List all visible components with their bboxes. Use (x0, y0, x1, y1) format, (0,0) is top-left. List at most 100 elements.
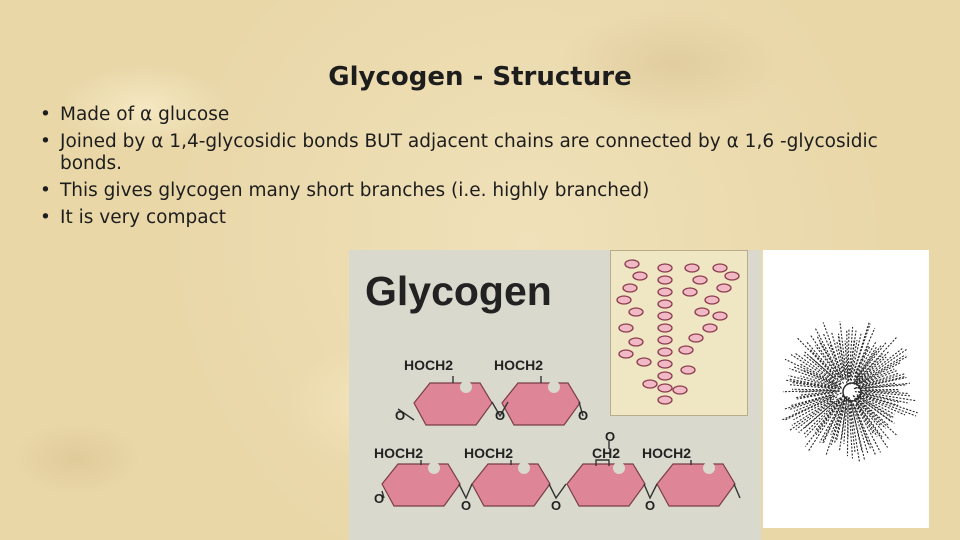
granule-strand (853, 342, 887, 383)
granule-strand (783, 394, 831, 410)
figure-title: Glycogen (365, 268, 552, 314)
granule-strand (848, 397, 861, 463)
granule-strand (799, 390, 838, 396)
oxygen-label: O (461, 498, 471, 513)
granule-strand (782, 389, 840, 393)
granule-strand (855, 347, 904, 385)
glycogen-granule-illustration (781, 321, 918, 463)
granule-strand (794, 352, 841, 386)
granule-strand (856, 336, 898, 381)
granule-strand (857, 390, 916, 402)
granule-strand (814, 395, 845, 432)
granule-strand (809, 348, 842, 383)
granule-strand (822, 396, 846, 444)
granule-strand (836, 407, 845, 441)
granule-strand (781, 392, 842, 421)
granule-strand (853, 350, 890, 385)
granule-strand (790, 354, 841, 386)
granule-strand (803, 369, 838, 386)
granule-strand (853, 376, 907, 390)
granule-strand (792, 388, 832, 391)
granule-strand (839, 321, 847, 371)
glucose-ring (413, 380, 493, 426)
bullet-dot: • (40, 180, 51, 201)
bullet-list: •Made of α glucose •Joined by α 1,4-glyc… (40, 104, 920, 234)
glycogen-granule-panel (763, 250, 929, 528)
glucose-ring (471, 461, 551, 507)
oxygen-label: O (578, 408, 588, 423)
granule-strand (800, 375, 843, 389)
granule-strand (784, 395, 835, 421)
ch-label: HOCH2 (494, 357, 543, 373)
glucose-ring (566, 461, 646, 507)
granule-strand (856, 395, 895, 424)
granule-strand (853, 395, 887, 429)
ch-label: HOCH2 (642, 445, 691, 461)
granule-strand (788, 375, 837, 388)
granule-strand (847, 328, 850, 381)
bullet-text: This gives glycogen many short branches … (60, 180, 650, 201)
granule-strand (838, 396, 848, 452)
bullet-item: • This gives glycogen many short branches… (40, 180, 920, 202)
granule-strand (854, 407, 876, 456)
granule-strand (855, 404, 881, 453)
granule-strand (821, 401, 843, 444)
granule-strand (862, 400, 893, 423)
granule-strand (795, 390, 840, 399)
granule-strand (822, 333, 844, 378)
granule-strand (810, 334, 845, 384)
granule-strand (791, 381, 840, 390)
ch-label: HOCH2 (374, 445, 423, 461)
granule-strand (862, 393, 899, 403)
bullet-text: It is very compact (60, 207, 227, 228)
granule-strand (819, 404, 841, 443)
bullet-dot: • (40, 131, 51, 152)
granule-strand (850, 340, 858, 376)
branched-chain-schematic (616, 259, 740, 405)
granule-strand (805, 341, 837, 377)
granule-strand (849, 400, 863, 452)
bullet-dot: • (40, 104, 51, 125)
granule-strand (822, 322, 845, 380)
granule-strand (857, 401, 891, 441)
granule-strand (858, 349, 907, 383)
granule-strand (857, 354, 906, 385)
granule-strand (837, 333, 848, 384)
granule-strand (804, 395, 845, 447)
oxygen-label: O (395, 408, 405, 423)
granule-strand (853, 398, 884, 439)
glucose-ring (381, 461, 461, 507)
ch-label: CH2 (592, 445, 620, 461)
ch-label: HOCH2 (464, 445, 513, 461)
oxygen-label: O (374, 491, 384, 506)
granule-strand (804, 394, 845, 438)
granule-strand (849, 323, 871, 385)
granule-strand (784, 358, 834, 384)
granule-strand (862, 372, 899, 386)
granule-strand (830, 397, 846, 435)
granule-strand (843, 408, 848, 444)
granule-strand (855, 345, 869, 374)
granule-strand (860, 362, 901, 384)
granule-strand (864, 368, 895, 384)
granule-strand (789, 384, 834, 390)
granule-strand (798, 401, 835, 434)
oxygen-label: O (495, 408, 505, 423)
granule-strand (853, 341, 877, 381)
granule-strand (856, 350, 877, 378)
oxygen-label: O (605, 429, 615, 444)
granule-strand (854, 376, 905, 389)
granule-strand (856, 355, 908, 386)
granule-strand (789, 367, 837, 387)
granule-strand (803, 397, 841, 435)
granule-strand (833, 396, 847, 444)
granule-strand (852, 344, 883, 385)
granule-strand (854, 345, 871, 378)
glycosidic-bonds (381, 376, 741, 500)
granule-strand (791, 396, 838, 426)
granule-strand (816, 335, 842, 379)
granule-strand (789, 392, 838, 407)
granule-strand (855, 353, 884, 383)
granule-strand (847, 397, 854, 459)
